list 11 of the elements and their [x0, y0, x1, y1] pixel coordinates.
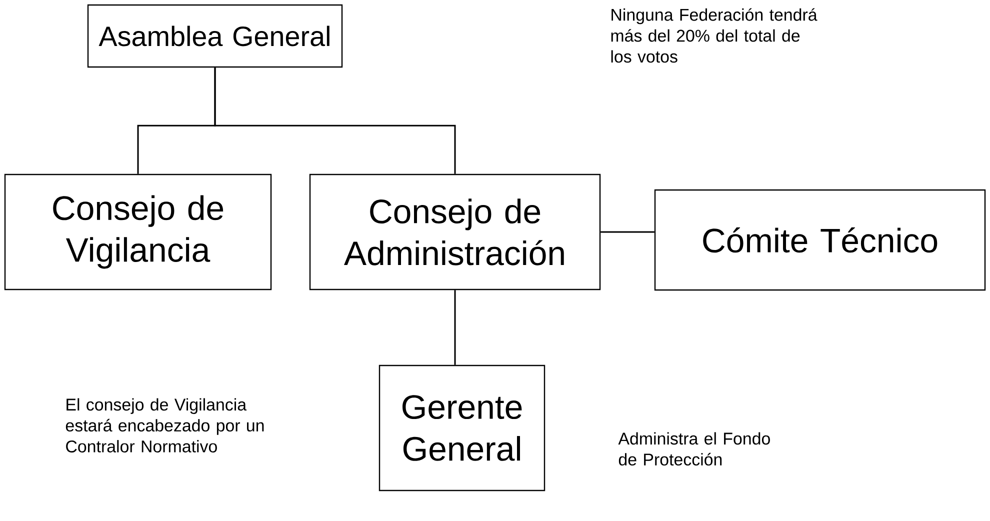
org-box: Asamblea General: [87, 4, 343, 68]
org-box: Consejo de Administración: [309, 174, 601, 290]
note-text: Administra el Fondo de Protección: [618, 432, 770, 466]
note-text: El consejo de Vigilancia estará encabezado por un Contralor Normativo: [66, 398, 264, 452]
note-text: Ninguna Federación tendrá más del 20% del total de los votos: [611, 8, 818, 63]
org-box: Consejo de Vigilancia: [4, 174, 272, 290]
org-box: Cómite Técnico: [654, 189, 986, 291]
org-box: Gerente General: [378, 364, 546, 492]
connector-line: [600, 231, 654, 233]
connector-line: [454, 290, 456, 365]
connector-line: [214, 68, 456, 174]
